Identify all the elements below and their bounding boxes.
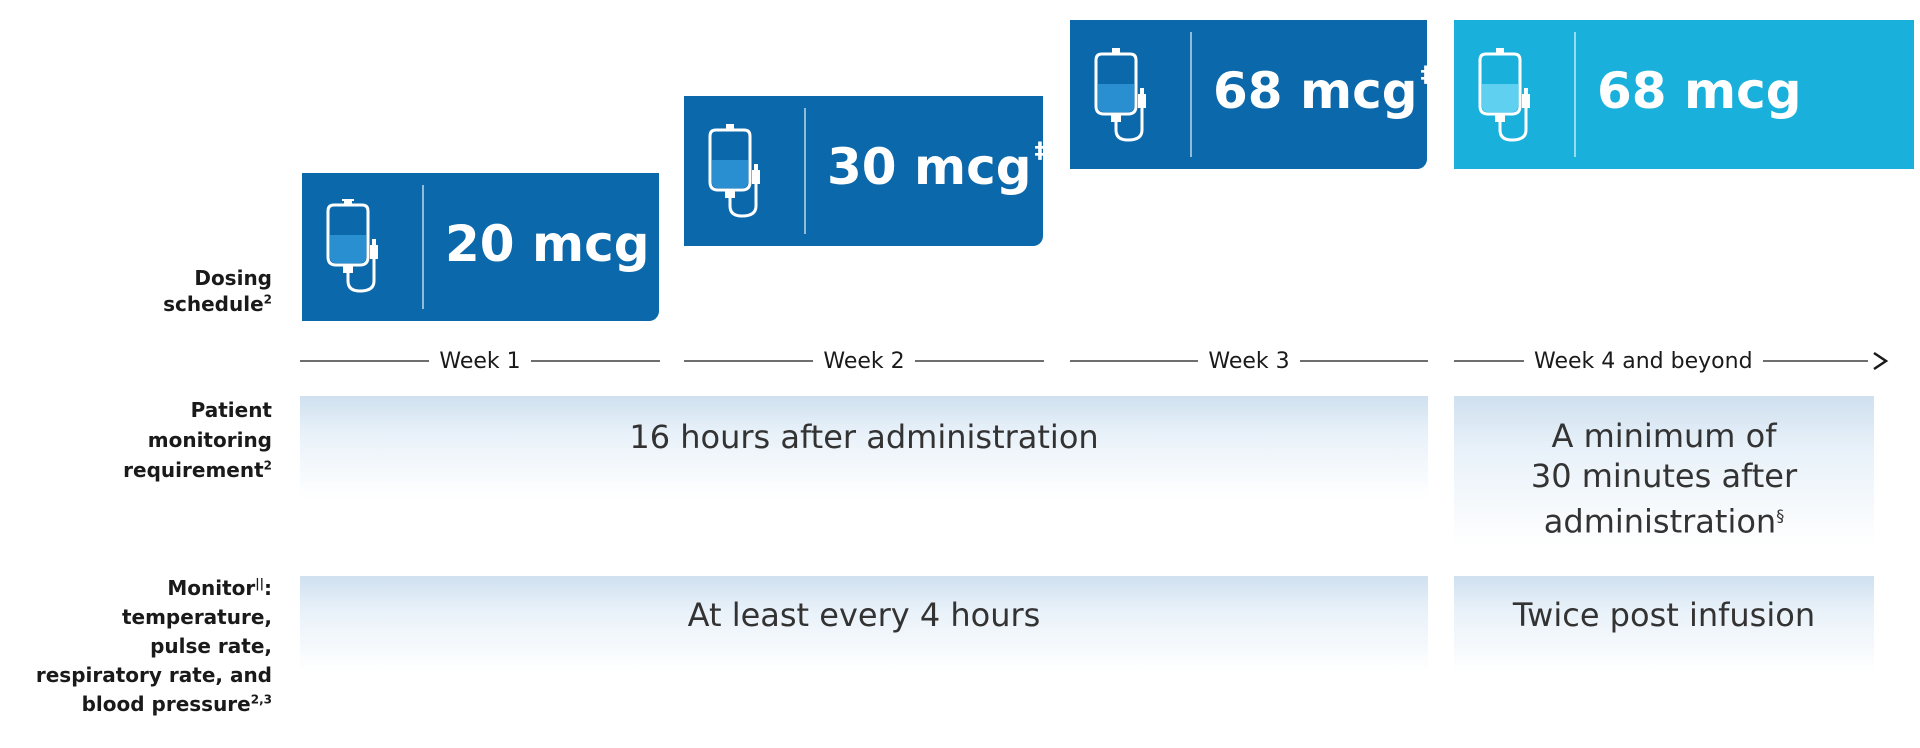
dosing-schedule-text: Dosing schedule <box>163 266 272 316</box>
vitals-monitoring-text: : temperature, pulse rate, respiratory r… <box>35 576 272 716</box>
dose-box-week-1: 20 mcg <box>302 173 659 321</box>
patient-monitoring-week-4-text: A minimum of 30 minutes after administra… <box>1530 417 1798 541</box>
week-3-segment: Week 3 <box>1070 348 1429 374</box>
dose-amount: 68 mcg‡ <box>1213 62 1432 120</box>
vitals-monitoring-text-weeks-1-3: At least every 4 hours <box>687 596 1041 634</box>
dose-amount-text: 20 mcg <box>445 215 650 273</box>
iv-bag-icon <box>1478 48 1530 142</box>
dose-amount: 30 mcg‡ <box>827 138 1046 196</box>
dose-amount-text: 30 mcg <box>827 138 1032 196</box>
week-label: Week 1 <box>439 348 521 374</box>
dose-divider <box>422 185 424 309</box>
dose-box-arrow-shape <box>1454 20 1914 169</box>
patient-monitoring-footnote: 2 <box>263 458 272 473</box>
iv-bag-icon <box>708 124 760 218</box>
vitals-monitor-word: Monitor <box>167 576 256 600</box>
week-label: Week 3 <box>1208 348 1290 374</box>
vitals-monitoring-footnote: 2,3 <box>250 692 272 707</box>
timeline-line <box>530 360 661 362</box>
timeline-line <box>300 360 430 362</box>
week-label: Week 4 and beyond <box>1534 348 1753 374</box>
timeline-line <box>1299 360 1429 362</box>
timeline-line <box>684 360 814 362</box>
dose-amount: 20 mcg <box>445 215 653 273</box>
week-1-segment: Week 1 <box>300 348 661 374</box>
dose-divider <box>804 108 806 234</box>
dose-footnote-mark: ‡ <box>1034 139 1046 164</box>
patient-monitoring-text-week-4-plus: A minimum of 30 minutes after administra… <box>1531 416 1797 542</box>
timeline-line <box>1454 360 1524 362</box>
dose-amount: 68 mcg <box>1597 62 1805 120</box>
dose-footnote-mark: ‡ <box>1420 63 1432 88</box>
vitals-monitoring-weeks-1-3: At least every 4 hours <box>300 576 1428 672</box>
week-4-segment: Week 4 and beyond <box>1454 348 1890 374</box>
patient-monitoring-text-weeks-1-3: 16 hours after administration <box>629 418 1099 456</box>
dose-amount-text: 68 mcg <box>1597 62 1802 120</box>
dose-divider <box>1190 32 1192 157</box>
patient-monitoring-text: Patient monitoring requirement <box>123 398 272 482</box>
week-2-segment: Week 2 <box>684 348 1045 374</box>
dose-box-week-3: 68 mcg‡ <box>1070 20 1432 169</box>
vitals-monitor-footnote: || <box>255 576 264 591</box>
dosing-schedule-footnote: 2 <box>263 292 272 307</box>
vitals-monitoring-label: Monitor||: temperature, pulse rate, resp… <box>0 574 272 719</box>
section-footnote-mark: § <box>1776 506 1785 525</box>
week-label: Week 2 <box>823 348 905 374</box>
timeline-line <box>914 360 1045 362</box>
iv-bag-icon <box>326 199 378 293</box>
dose-amount-text: 68 mcg <box>1213 62 1418 120</box>
timeline-line <box>1762 360 1868 362</box>
patient-monitoring-label: Patient monitoring requirement2 <box>0 395 272 485</box>
iv-bag-icon <box>1094 48 1146 142</box>
dose-divider <box>1574 32 1576 157</box>
arrow-right-icon <box>1873 351 1889 371</box>
dose-box-week-2: 30 mcg‡ <box>684 96 1046 246</box>
patient-monitoring-week-4-plus: A minimum of 30 minutes after administra… <box>1454 396 1874 546</box>
patient-monitoring-weeks-1-3: 16 hours after administration <box>300 396 1428 500</box>
vitals-monitoring-text-week-4-plus: Twice post infusion <box>1512 596 1816 634</box>
vitals-monitoring-week-4-plus: Twice post infusion <box>1454 576 1874 672</box>
dosing-schedule-label: Dosing schedule2 <box>0 265 272 317</box>
timeline-line <box>1070 360 1199 362</box>
dose-box-week-4-beyond: 68 mcg <box>1454 20 1914 169</box>
